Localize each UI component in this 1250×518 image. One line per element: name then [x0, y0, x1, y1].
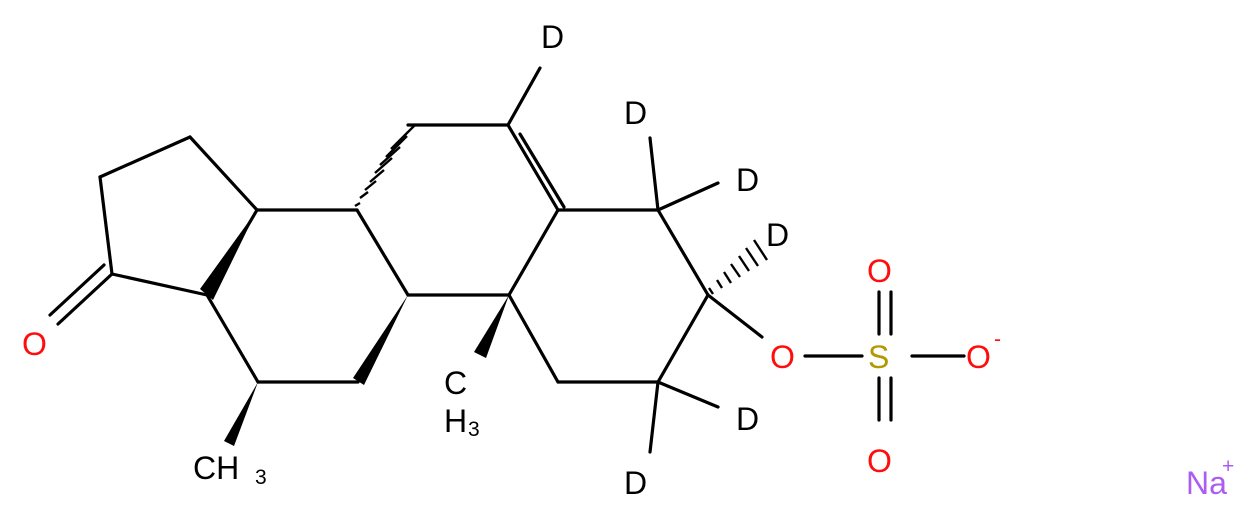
bond-network — [48, 66, 966, 454]
angular-methyl-subscript: 3 — [468, 418, 480, 441]
deuterium-label-c3: D — [766, 217, 789, 253]
deuterium-label-c2a: D — [736, 401, 759, 437]
hashed-wedge-top — [354, 124, 416, 208]
negative-charge-sign: - — [994, 328, 1001, 351]
oxide-anion-label: O — [966, 339, 991, 375]
atom-labels: O D D D D D D C H 3 CH 3 O S O O O - Na … — [22, 19, 1234, 501]
angular-methyl-c-label: C — [444, 365, 467, 401]
sulfonyl-oxygen-top-label: O — [867, 253, 892, 289]
angular-methyl-h-label: H — [444, 403, 467, 439]
deuterium-label-c6: D — [541, 19, 564, 55]
wedge-ring-junction-2 — [207, 210, 257, 300]
wedge-c9-ch2 — [353, 295, 408, 385]
sodium-label: Na — [1186, 465, 1227, 501]
ester-oxygen-label: O — [770, 339, 795, 375]
deuterium-label-c4a: D — [624, 95, 647, 131]
positive-charge-sign: + — [1222, 455, 1234, 478]
wedge-lower-methyl — [224, 382, 258, 446]
deuterium-label-c2b: D — [624, 465, 647, 501]
hashed-wedge-c3 — [708, 239, 769, 295]
sulfur-label: S — [868, 339, 889, 375]
lower-methyl-subscript: 3 — [255, 466, 267, 489]
wedge-angular-methyl — [474, 295, 509, 358]
sulfonyl-oxygen-bottom-label: O — [867, 443, 892, 479]
wedge-ring-junction — [200, 210, 257, 295]
deuterium-label-c4b: D — [736, 162, 759, 198]
lower-methyl-label: CH — [193, 450, 239, 486]
oxygen-ketone-label: O — [22, 326, 47, 362]
